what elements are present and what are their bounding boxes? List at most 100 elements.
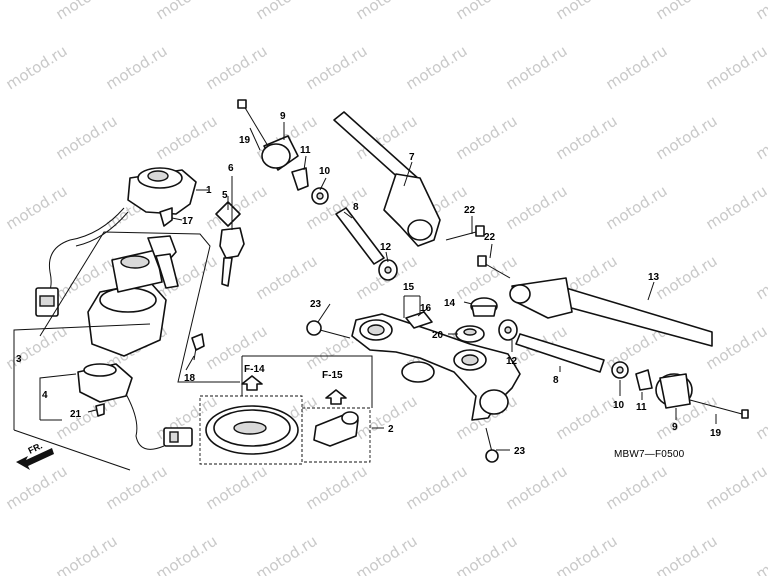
watermark-text: motod.ru — [653, 112, 721, 164]
label-6: 6 — [228, 163, 234, 174]
watermark-text: motod.ru — [653, 532, 721, 576]
watermark-text: motod.ru — [253, 532, 321, 576]
screw-18 — [191, 333, 205, 361]
handlebar-left-part — [333, 111, 441, 247]
label-11a: 11 — [300, 145, 311, 156]
watermark-text: motod.ru — [603, 462, 671, 514]
watermark-text: motod.ru — [453, 532, 521, 576]
watermark-text: motod.ru — [153, 0, 221, 23]
assembly-bracket-3 — [13, 323, 151, 471]
nut-12-right — [498, 319, 518, 341]
bolt-23-upper — [306, 320, 351, 339]
handlebar-right-part — [509, 277, 713, 347]
label-17: 17 — [182, 216, 194, 227]
diagram-code: MBW7—F0500 — [614, 449, 685, 460]
watermark-text: motod.ru — [403, 42, 471, 94]
label-9a: 9 — [280, 111, 286, 122]
watermark-text: motod.ru — [553, 0, 621, 23]
assembly-bracket-4 — [39, 373, 77, 421]
label-23a: 23 — [310, 299, 322, 310]
watermark-text: motod.ru — [503, 42, 571, 94]
label-2: 2 — [388, 424, 394, 435]
screw-17 — [159, 207, 173, 227]
watermark-text: motod.ru — [753, 112, 768, 164]
watermark-text: motod.ru — [653, 0, 721, 23]
label-1: 1 — [206, 185, 212, 196]
label-13: 13 — [648, 272, 660, 283]
watermark-text: motod.ru — [203, 42, 271, 94]
watermark-text: motod.ru — [3, 42, 71, 94]
label-10b: 10 — [613, 400, 625, 411]
watermark-text: motod.ru — [203, 462, 271, 514]
label-19b: 19 — [710, 428, 722, 439]
label-10a: 10 — [319, 166, 331, 177]
label-12a: 12 — [380, 242, 392, 253]
ref-label-f14: F-14 — [244, 364, 265, 375]
watermark-text: motod.ru — [703, 182, 768, 234]
watermark-text: motod.ru — [753, 392, 768, 444]
label-16: 16 — [420, 303, 432, 314]
watermark-text: motod.ru — [503, 462, 571, 514]
washer-16 — [405, 311, 433, 329]
label-22a: 22 — [464, 205, 476, 216]
screw-21 — [95, 403, 105, 417]
watermark-text: motod.ru — [353, 392, 421, 444]
watermark-text: motod.ru — [753, 532, 768, 576]
watermark-text: motod.ru — [603, 182, 671, 234]
watermark-text: motod.ru — [603, 42, 671, 94]
watermark-text: motod.ru — [503, 182, 571, 234]
watermark-text: motod.ru — [53, 0, 121, 23]
collar-11-left — [291, 167, 309, 191]
watermark-text: motod.ru — [753, 0, 768, 23]
cap-14 — [470, 297, 498, 317]
watermark-text: motod.ru — [653, 252, 721, 304]
label-5: 5 — [222, 190, 228, 201]
nut-10-left — [311, 187, 329, 205]
label-18: 18 — [184, 373, 196, 384]
bolt-19-left — [237, 99, 269, 147]
bolt-23-lower — [485, 427, 499, 463]
watermark-text: motod.ru — [253, 252, 321, 304]
watermark-text: motod.ru — [153, 112, 221, 164]
watermark-text: motod.ru — [253, 0, 321, 23]
label-3: 3 — [16, 354, 22, 365]
rubber-8-right — [515, 333, 605, 373]
ignition-switch-part — [35, 167, 197, 317]
label-8a: 8 — [353, 202, 359, 213]
label-4: 4 — [42, 390, 48, 401]
watermark-text: motod.ru — [453, 0, 521, 23]
watermark-text: motod.ru — [3, 182, 71, 234]
watermark-text: motod.ru — [153, 532, 221, 576]
watermark-text: motod.ru — [3, 462, 71, 514]
f15-box — [301, 407, 371, 463]
label-14: 14 — [444, 298, 456, 309]
seat-lock-part — [77, 363, 193, 450]
nut-20 — [455, 325, 485, 343]
label-22b: 22 — [484, 232, 496, 243]
watermark-text: motod.ru — [203, 182, 271, 234]
label-9b: 9 — [672, 422, 678, 433]
watermark-text: motod.ru — [53, 532, 121, 576]
watermark-text: motod.ru — [303, 42, 371, 94]
part-number-labels: 1 2 3 4 5 6 7 8 8 9 9 10 10 11 11 12 12 … — [16, 111, 722, 457]
label-11b: 11 — [636, 402, 647, 413]
watermark-text: motod.ru — [703, 462, 768, 514]
lock-cylinder-part — [87, 235, 179, 357]
watermark-text: motod.ru — [453, 112, 521, 164]
fuel-cap-part — [205, 405, 299, 455]
watermark-text: motod.ru — [353, 532, 421, 576]
ref-label-f15: F-15 — [322, 370, 343, 381]
label-20: 20 — [432, 330, 444, 341]
ref-arrow-f14 — [241, 375, 263, 391]
watermark-text: motod.ru — [403, 462, 471, 514]
label-23b: 23 — [514, 446, 526, 457]
bar-end-weight-left — [261, 135, 299, 171]
label-12b: 12 — [506, 356, 518, 367]
assembly-bracket-main — [39, 231, 240, 383]
watermark-text: motod.ru — [703, 42, 768, 94]
watermark-text: motod.ru — [553, 532, 621, 576]
watermark-text: motod.ru — [103, 462, 171, 514]
nut-10-right — [611, 361, 629, 379]
label-15: 15 — [403, 282, 415, 293]
